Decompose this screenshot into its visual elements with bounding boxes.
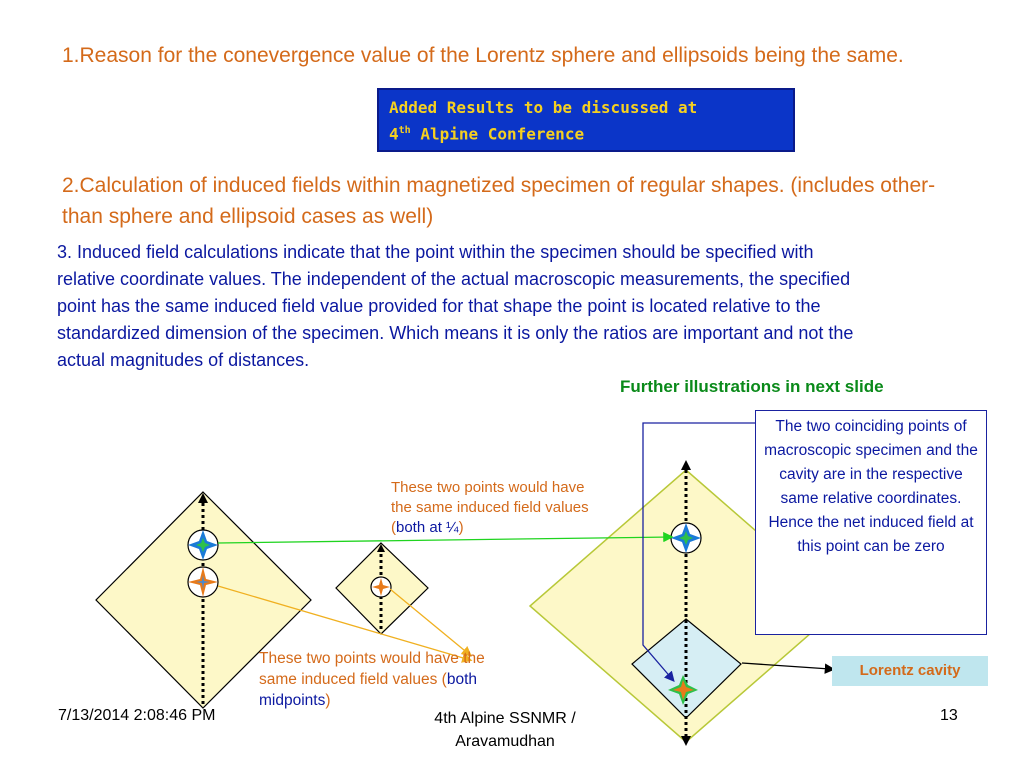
mid-annotation-text: These two points would have the same ind… xyxy=(259,650,485,688)
small-specimen-diamond xyxy=(335,542,429,635)
footer-date: 7/13/2014 2:08:46 PM xyxy=(58,707,216,724)
banner-line-1: Added Results to be discussed at xyxy=(389,98,698,117)
point-3-text: 3. Induced field calculations indicate t… xyxy=(57,242,854,370)
mid-connector-line-large xyxy=(217,585,473,663)
midpoint-marker-large xyxy=(187,566,219,598)
lorentz-cavity-label: Lorentz cavity xyxy=(832,656,988,686)
cavity-point-marker xyxy=(668,675,698,705)
coinciding-box-pointer xyxy=(642,422,755,682)
added-results-banner: Added Results to be discussed at 4th Alp… xyxy=(377,88,795,152)
quarter-annotation-close: ) xyxy=(458,519,464,536)
midpoints-annotation: These two points would have the same ind… xyxy=(259,648,524,711)
large-specimen-diamond xyxy=(95,491,312,709)
point-1-text: 1.Reason for the conevergence value of t… xyxy=(62,44,904,67)
coinciding-points-textbox: The two coinciding points of macroscopic… xyxy=(755,410,987,635)
mid-annotation-close: ) xyxy=(325,692,331,709)
mid-connector-line-small xyxy=(389,588,473,657)
banner-conference: Alpine Conference xyxy=(410,124,585,144)
banner-ordinal: 4 xyxy=(389,124,399,144)
further-illustrations-note: Further illustrations in next slide xyxy=(620,377,884,396)
quarter-connector-line xyxy=(217,531,674,544)
quarter-points-annotation: These two points would have the same ind… xyxy=(391,478,606,538)
lorentz-cavity-pointer xyxy=(741,662,836,674)
banner-ordinal-suffix: th xyxy=(398,125,411,136)
footer-conference: 4th Alpine SSNMR / Aravamudhan xyxy=(434,710,576,750)
quarter-annotation-text: These two points would have the same ind… xyxy=(391,479,589,536)
mid-annotation-highlight: both midpoints xyxy=(259,671,477,709)
banner-line-2: 4th Alpine Conference xyxy=(389,119,783,145)
quarter-point-marker-large xyxy=(187,529,219,561)
point-2-text: 2.Calculation of induced fields within m… xyxy=(62,174,936,228)
quarter-annotation-highlight: both at ¼ xyxy=(396,519,459,536)
coinciding-point-marker xyxy=(670,522,702,554)
slide-number: 13 xyxy=(940,707,958,724)
